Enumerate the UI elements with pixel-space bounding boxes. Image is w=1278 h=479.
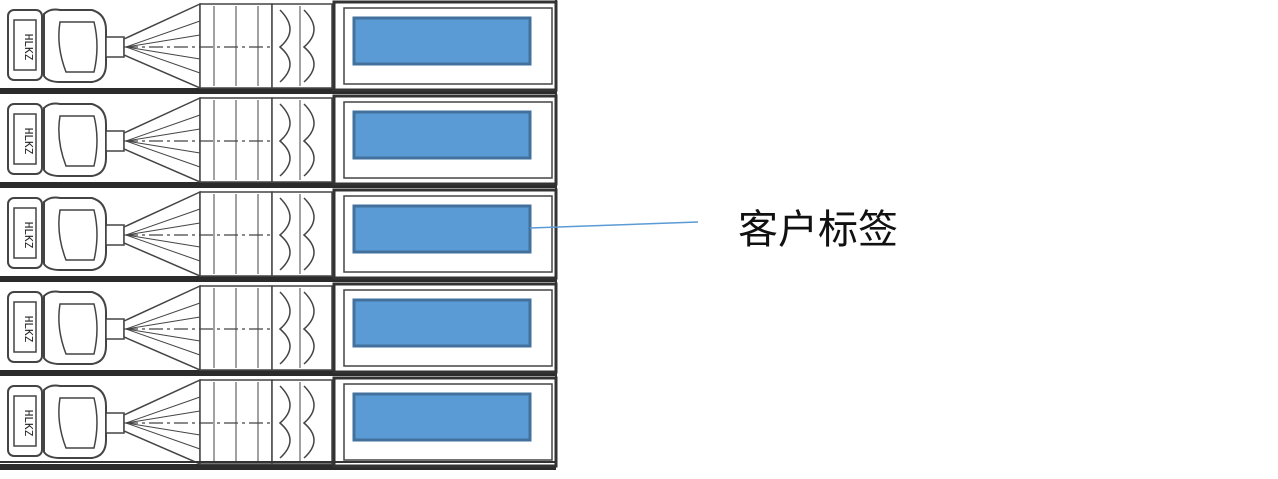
cap-inner (13, 19, 37, 71)
funnel-line (125, 234, 201, 262)
funnel-line (125, 34, 201, 48)
unit-separator (0, 370, 556, 376)
unit-separator (0, 88, 556, 94)
customer-label-plate (352, 392, 532, 442)
funnel-line (125, 46, 201, 74)
bottle-inner (58, 397, 98, 449)
cap-inner (13, 113, 37, 165)
bottle-inner (58, 209, 98, 261)
funnel-line (125, 302, 201, 330)
bottle-marking-text: HLKZ (22, 34, 35, 61)
coupling-curve (302, 291, 315, 365)
filler-unit-1: HLKZ (0, 0, 558, 94)
funnel-line (125, 396, 201, 424)
funnel-line (125, 222, 201, 236)
filler-unit-2: HLKZ (0, 94, 558, 188)
filler-unit-3: HLKZ (0, 188, 558, 282)
funnel-line (125, 316, 201, 330)
customer-label-plate (352, 110, 532, 160)
customer-label-callout-text: 客户标签 (738, 207, 898, 253)
coupling-curve (302, 9, 315, 83)
unit-separator (0, 182, 556, 188)
cap-inner (13, 301, 37, 353)
cap-inner (13, 207, 37, 259)
funnel-line (125, 410, 201, 424)
funnel-line (125, 422, 201, 436)
bottle-inner (58, 303, 98, 355)
funnel-line (125, 328, 201, 342)
neck (105, 36, 125, 58)
funnel (123, 190, 201, 278)
funnel-line (125, 20, 201, 48)
bottle-marking-text: HLKZ (22, 128, 35, 155)
funnel-line (125, 140, 201, 154)
filler-unit-4: HLKZ (0, 282, 558, 376)
neck (105, 412, 125, 434)
coupling-curve (278, 385, 291, 459)
coupling (271, 3, 333, 89)
funnel (123, 96, 201, 184)
coupling-curve (278, 9, 291, 83)
unit-separator (0, 464, 556, 470)
coupling-curve (278, 197, 291, 271)
funnel-line (125, 208, 201, 236)
funnel (123, 2, 201, 90)
unit-separator (0, 276, 556, 282)
cap-inner (13, 395, 37, 447)
funnel-line (125, 46, 201, 60)
funnel-line (125, 128, 201, 142)
neck (105, 224, 125, 246)
coupling-curve (278, 103, 291, 177)
neck (105, 318, 125, 340)
callout-leader-line (529, 221, 699, 229)
bottle-marking-text: HLKZ (22, 316, 35, 343)
funnel-line (125, 114, 201, 142)
funnel (123, 284, 201, 372)
customer-label-plate (352, 298, 532, 348)
coupling-curve (278, 291, 291, 365)
customer-label-plate (352, 204, 532, 254)
filler-unit-5: HLKZ (0, 376, 558, 470)
bottle-inner (58, 115, 98, 167)
coupling-curve (302, 103, 315, 177)
funnel-line (125, 328, 201, 356)
funnel-line (125, 140, 201, 168)
customer-label-plate (352, 16, 532, 66)
neck (105, 130, 125, 152)
bottle-inner (58, 21, 98, 73)
coupling-curve (302, 197, 315, 271)
bottle-marking-text: HLKZ (22, 222, 35, 249)
funnel (123, 378, 201, 466)
funnel-line (125, 422, 201, 450)
funnel-line (125, 234, 201, 248)
coupling-curve (302, 385, 315, 459)
coupling (271, 285, 333, 371)
bottle-marking-text: HLKZ (22, 410, 35, 437)
